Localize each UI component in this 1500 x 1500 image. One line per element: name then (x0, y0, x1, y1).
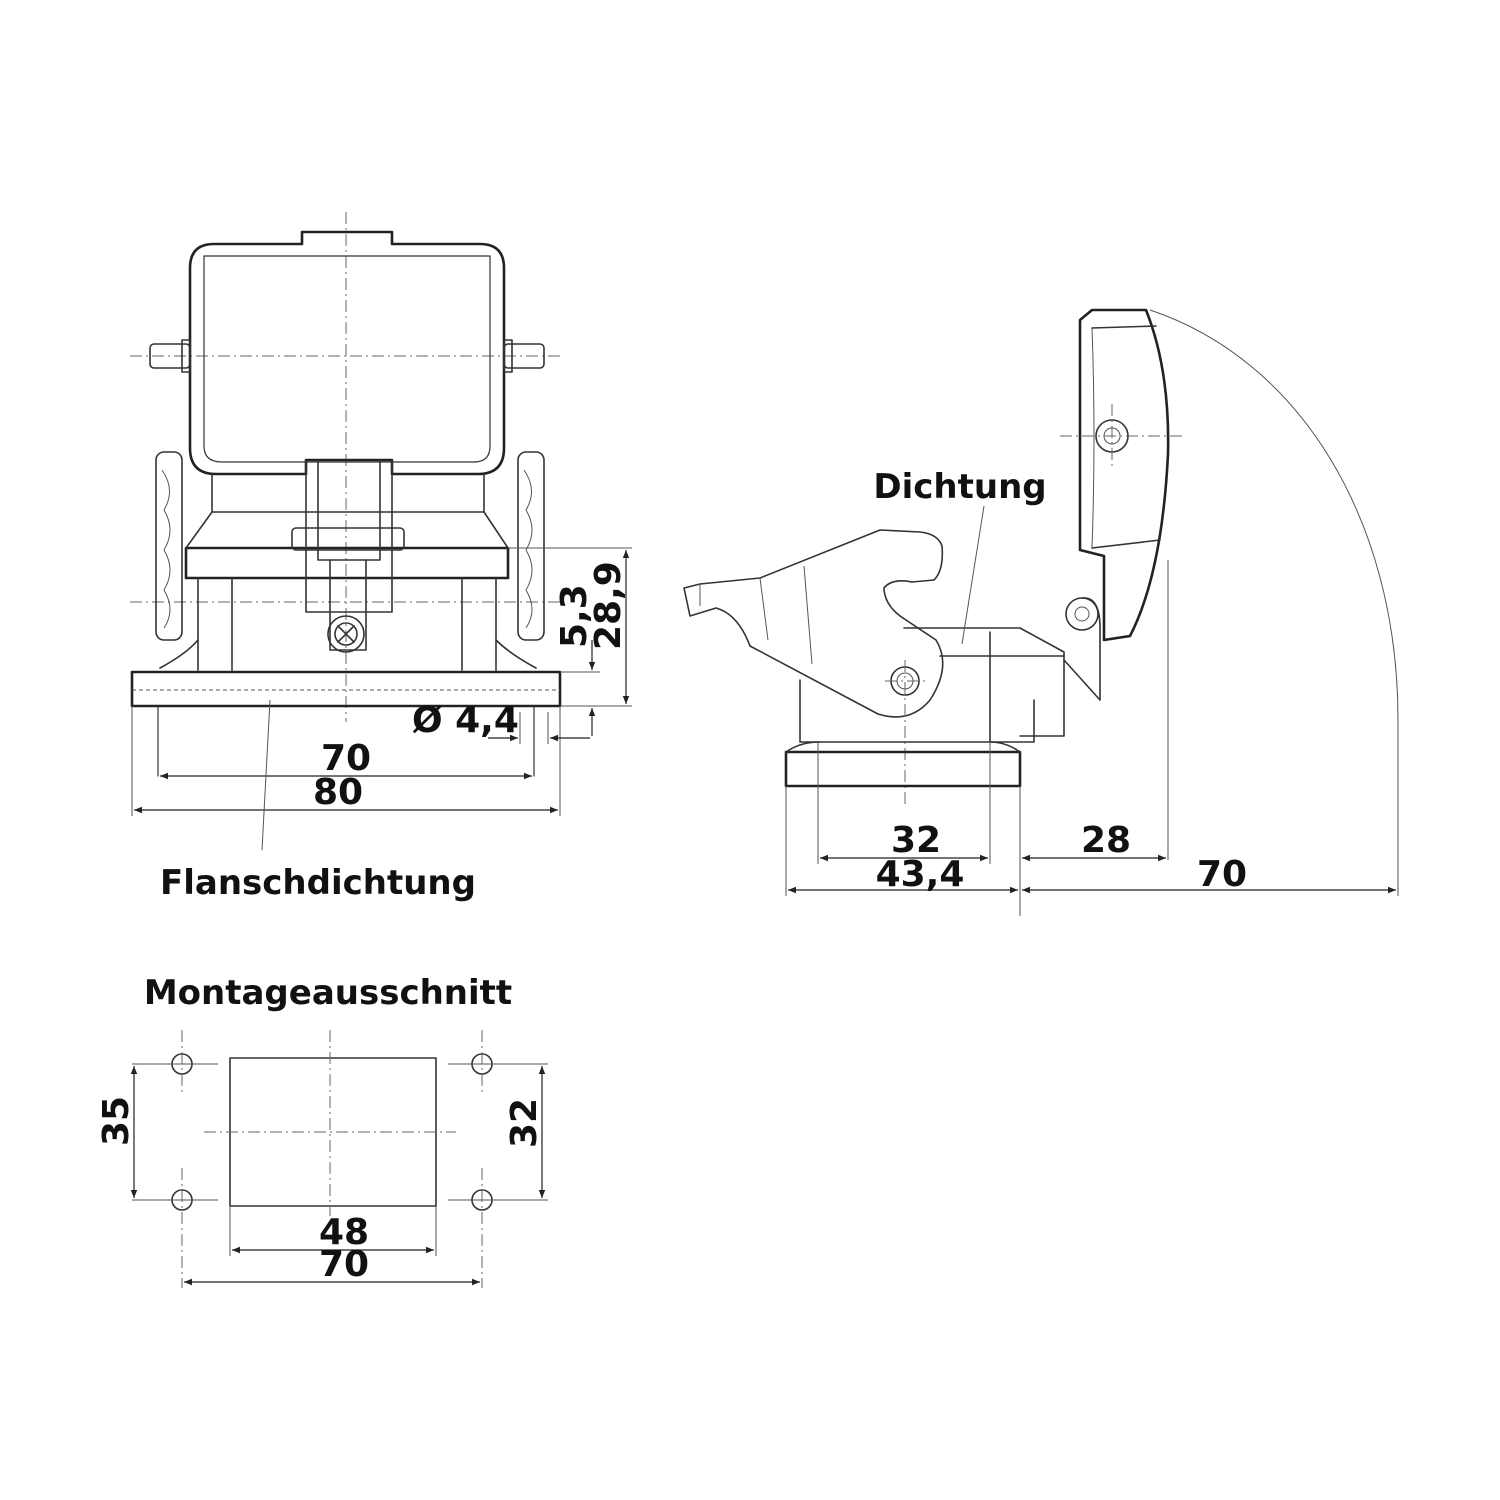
dim-total-height: 28,9 (588, 561, 629, 650)
dim-side-32: 32 (891, 820, 941, 861)
side-view: Dichtung 32 43,4 28 70 (683, 308, 1399, 916)
front-view: 70 80 Ø 4,4 5,3 28,9 Flanschdichtung (130, 212, 632, 903)
dim-front-80: 80 (313, 772, 363, 813)
mounting-hole-tr (448, 1030, 548, 1094)
dim-cutout-70: 70 (319, 1244, 369, 1285)
mounting-hole-br (448, 1168, 548, 1288)
dim-hole-diameter: Ø 4,4 (412, 700, 519, 741)
label-montageausschnitt: Montageausschnitt (144, 973, 512, 1013)
dim-cutout-48: 48 (319, 1212, 369, 1253)
label-flanschdichtung: Flanschdichtung (160, 863, 476, 903)
dim-side-70: 70 (1197, 854, 1247, 895)
dim-front-70: 70 (321, 738, 371, 779)
dim-cutout-35: 35 (96, 1096, 137, 1146)
dim-side-28: 28 (1081, 820, 1131, 861)
dim-flange-height: 5,3 (554, 584, 595, 648)
mounting-hole-tl (132, 1030, 218, 1094)
cutout-view: Montageausschnitt 48 (96, 973, 548, 1288)
label-dichtung: Dichtung (873, 467, 1046, 507)
mounting-hole-bl (132, 1168, 218, 1288)
dim-side-43-4: 43,4 (876, 854, 965, 895)
dim-cutout-32: 32 (504, 1098, 545, 1148)
